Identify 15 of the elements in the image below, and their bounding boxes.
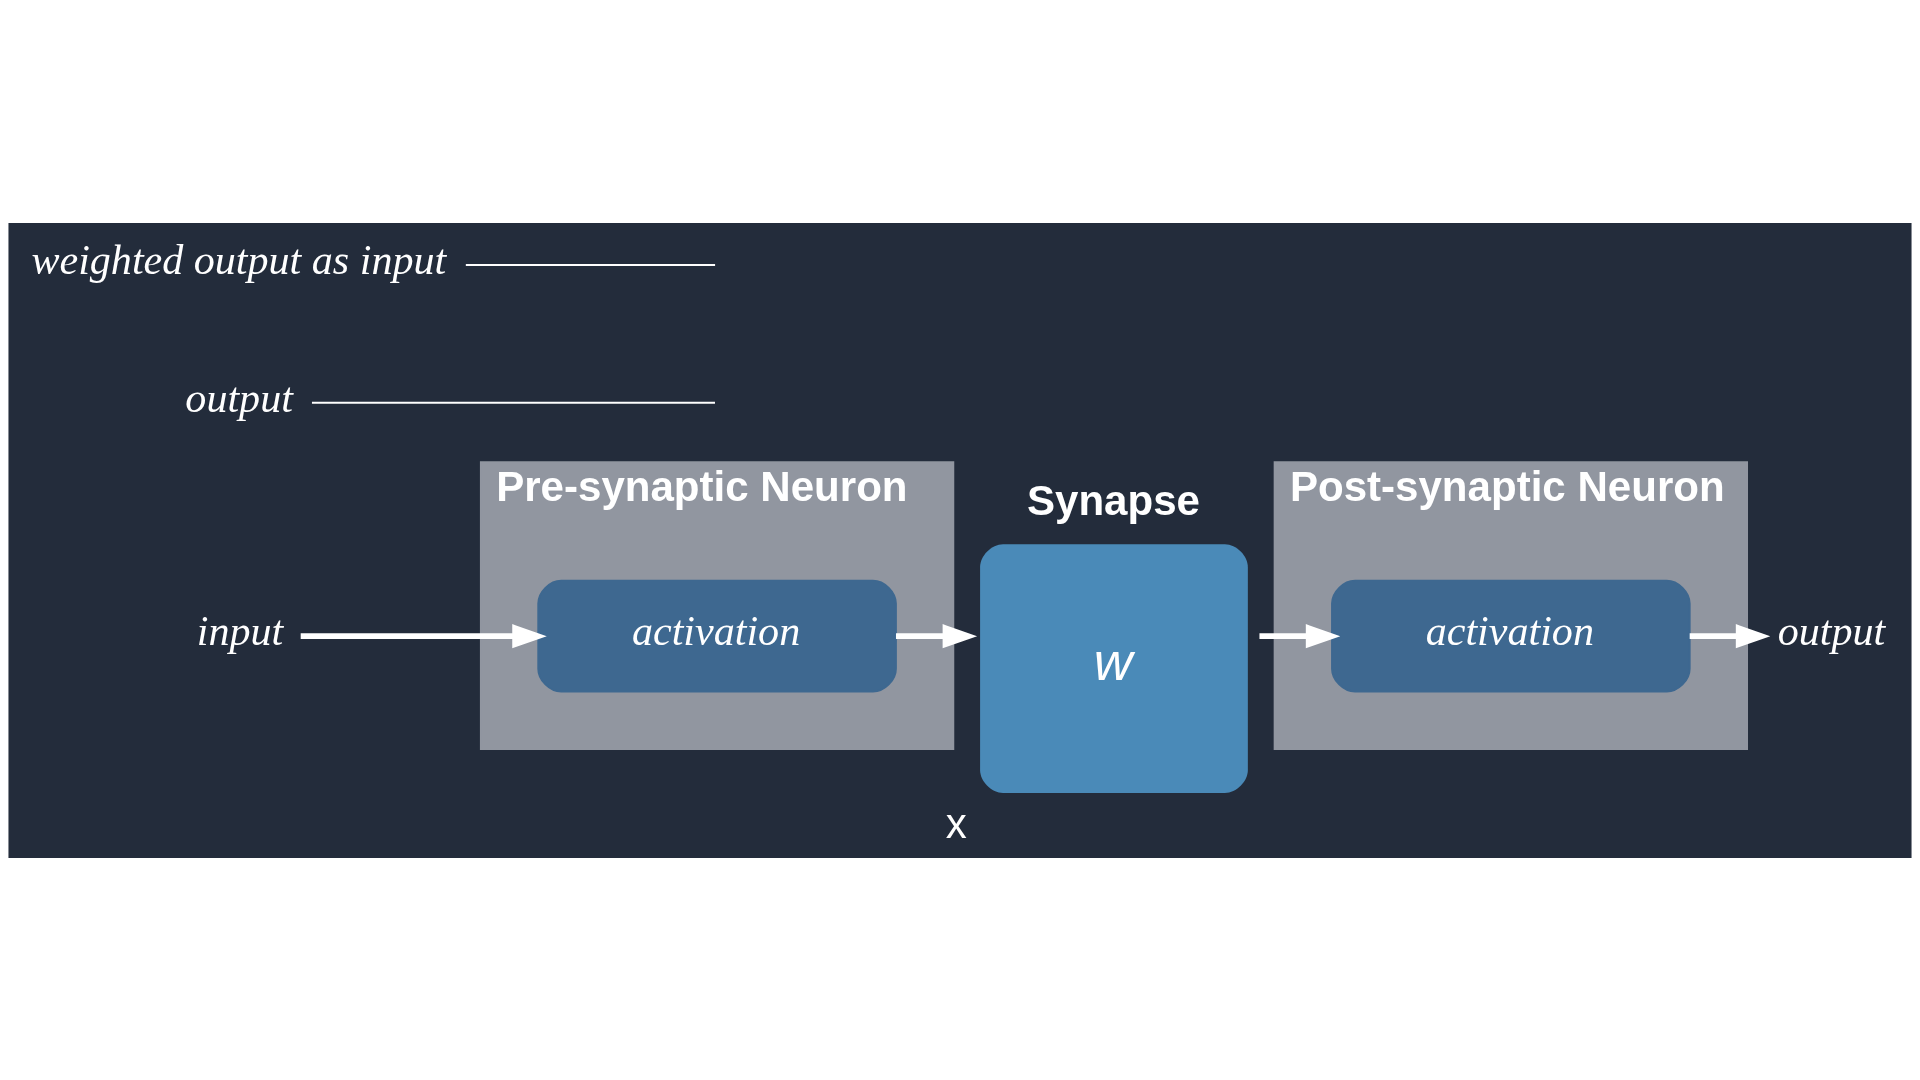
arrow	[300, 623, 547, 648]
arrow	[1689, 623, 1771, 648]
node-box: w	[980, 543, 1248, 793]
connector	[464, 263, 717, 266]
node-text: input	[196, 607, 284, 654]
node-label: x	[945, 799, 967, 847]
node-box: activation	[537, 579, 897, 693]
node-box: activation	[1331, 579, 1691, 693]
arrow	[1259, 623, 1341, 648]
node-text: output	[1777, 607, 1886, 654]
node-label: Synapse	[1026, 476, 1200, 524]
arrow	[896, 623, 978, 648]
node-text: output	[185, 374, 293, 421]
node-text: weighted output as input	[31, 236, 447, 283]
connector	[311, 401, 716, 404]
